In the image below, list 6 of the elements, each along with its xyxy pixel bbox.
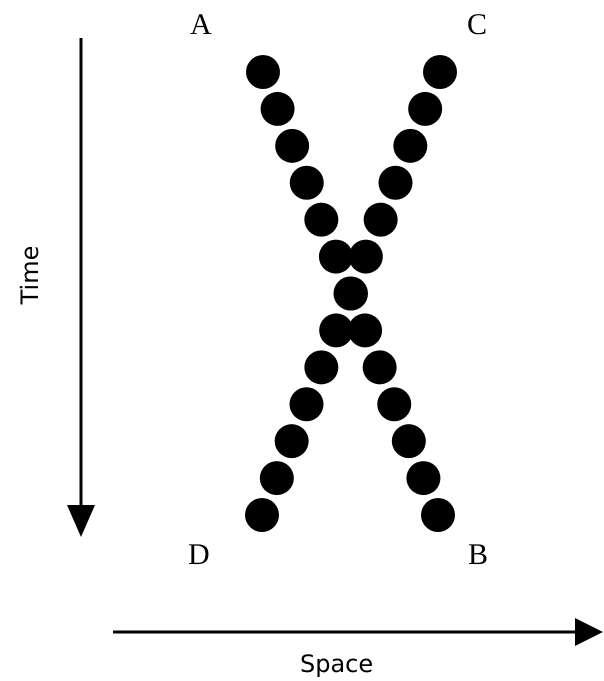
- point-label: C: [467, 10, 488, 40]
- point-label: D: [188, 540, 210, 570]
- point-label: A: [190, 10, 212, 40]
- axis-label: Time: [18, 246, 42, 304]
- point-label: B: [468, 540, 488, 570]
- axis-label: Space: [300, 652, 374, 676]
